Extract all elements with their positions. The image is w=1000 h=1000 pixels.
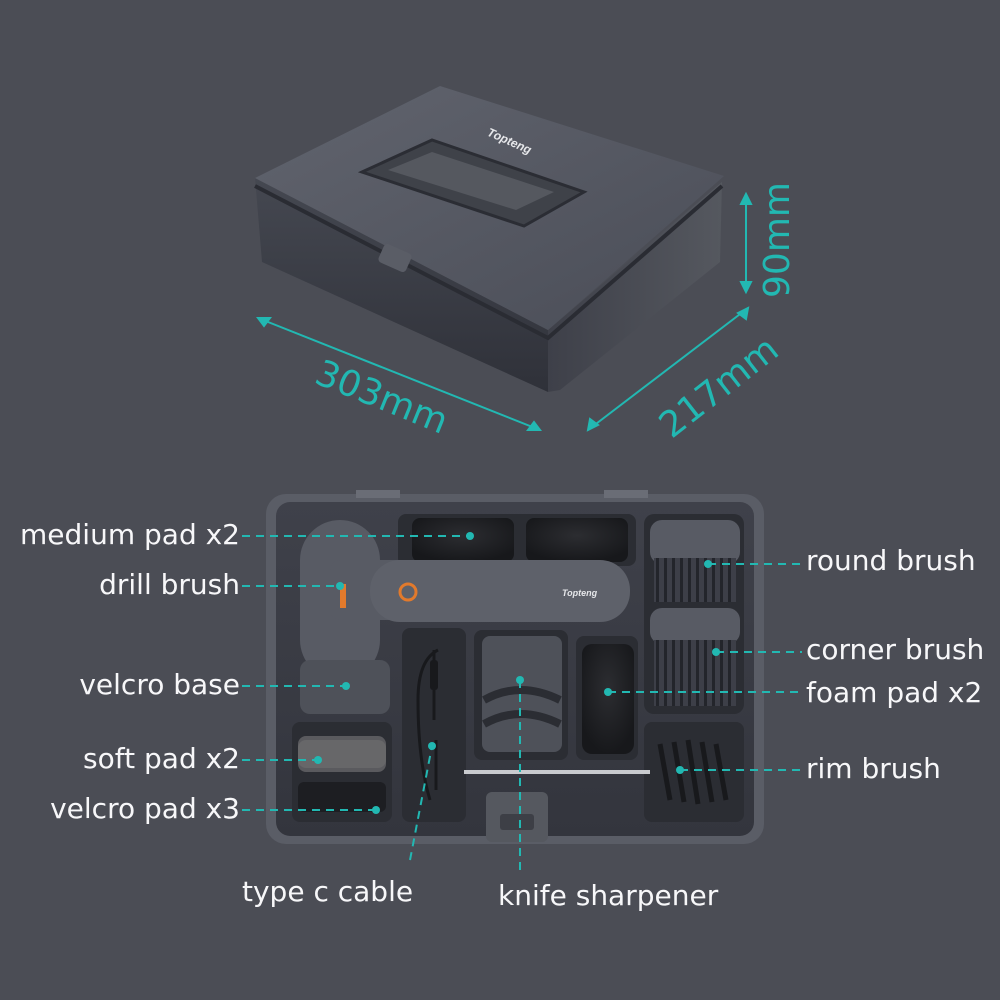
drill-brand-logo: Topteng xyxy=(562,588,598,598)
label-velcro-pad: velcro pad x3 xyxy=(50,792,240,825)
label-corner-brush: corner brush xyxy=(806,633,985,666)
label-knife-sharpener: knife sharpener xyxy=(498,879,719,912)
label-drill-brush: drill brush xyxy=(99,568,240,601)
label-type-c-cable: type c cable xyxy=(242,875,414,908)
open-storage-tray xyxy=(266,490,764,844)
label-round-brush: round brush xyxy=(806,544,976,577)
label-medium-pad: medium pad x2 xyxy=(20,518,240,551)
label-velcro-base: velcro base xyxy=(79,668,240,701)
closed-storage-box xyxy=(254,86,724,392)
leader-lines xyxy=(242,532,802,872)
label-foam-pad: foam pad x2 xyxy=(806,676,983,709)
dimension-height: 90mm xyxy=(756,182,798,298)
dimension-lines xyxy=(256,191,753,432)
label-soft-pad: soft pad x2 xyxy=(83,742,240,775)
label-rim-brush: rim brush xyxy=(806,752,941,785)
